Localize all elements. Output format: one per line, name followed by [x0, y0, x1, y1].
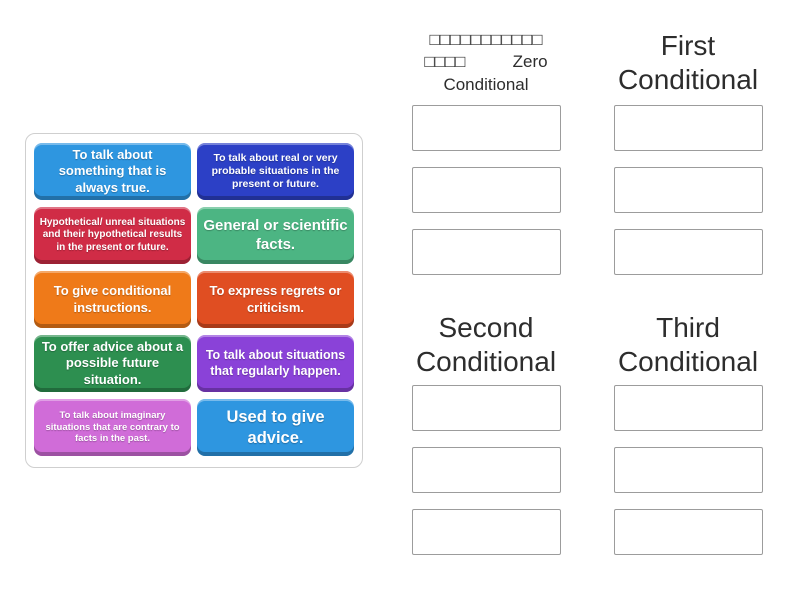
drop-slot[interactable]: [411, 509, 561, 555]
slot-group: [587, 385, 789, 555]
card-label: Hypothetical/ unreal situations and thei…: [39, 216, 186, 253]
drop-slot[interactable]: [411, 105, 561, 151]
drop-slot[interactable]: [411, 229, 561, 275]
category-title: Third Conditional: [617, 312, 759, 377]
category-column-zero-conditional: □□□□□□□□□□□ □□□□ Zero Conditional: [385, 20, 587, 291]
draggable-card[interactable]: Hypothetical/ unreal situations and thei…: [34, 207, 191, 264]
category-column-second-conditional: Second Conditional: [385, 305, 587, 571]
draggable-card[interactable]: To talk about imaginary situations that …: [34, 399, 191, 456]
draggable-card[interactable]: To talk about real or very probable situ…: [197, 143, 354, 200]
category-column-first-conditional: First Conditional: [587, 20, 789, 291]
category-title: □□□□□□□□□□□ □□□□ Zero Conditional: [424, 30, 548, 94]
drop-slot[interactable]: [613, 509, 763, 555]
card-label: To talk about situations that regularly …: [205, 347, 346, 378]
card-label: General or scientific facts.: [203, 216, 348, 253]
card-label: To talk about something that is always t…: [58, 147, 167, 195]
category-column-third-conditional: Third Conditional: [587, 305, 789, 571]
drop-slot[interactable]: [411, 167, 561, 213]
draggable-card[interactable]: Used to give advice.: [197, 399, 354, 456]
draggable-card[interactable]: General or scientific facts.: [197, 207, 354, 264]
drop-slot[interactable]: [411, 447, 561, 493]
drop-slot[interactable]: [613, 229, 763, 275]
drop-slot[interactable]: [613, 447, 763, 493]
drop-slot[interactable]: [411, 385, 561, 431]
draggable-card[interactable]: To give conditional instructions.: [34, 271, 191, 328]
drop-slot[interactable]: [613, 167, 763, 213]
card-label: To express regrets or criticism.: [209, 283, 342, 315]
draggable-card[interactable]: To talk about something that is always t…: [34, 143, 191, 200]
slot-group: [587, 105, 789, 275]
drop-slot[interactable]: [613, 105, 763, 151]
card-label: To offer advice about a possible future …: [41, 339, 184, 387]
card-label: To talk about imaginary situations that …: [45, 409, 180, 445]
card-pool: To talk about something that is always t…: [25, 133, 363, 468]
card-label: Used to give advice.: [226, 407, 325, 447]
card-label: To give conditional instructions.: [53, 283, 172, 315]
drop-slot[interactable]: [613, 385, 763, 431]
slot-group: [385, 385, 587, 555]
slot-group: [385, 105, 587, 275]
category-title: First Conditional: [617, 29, 759, 95]
category-title: Second Conditional: [415, 312, 557, 377]
draggable-card[interactable]: To express regrets or criticism.: [197, 271, 354, 328]
draggable-card[interactable]: To talk about situations that regularly …: [197, 335, 354, 392]
draggable-card[interactable]: To offer advice about a possible future …: [34, 335, 191, 392]
card-label: To talk about real or very probable situ…: [211, 151, 340, 191]
